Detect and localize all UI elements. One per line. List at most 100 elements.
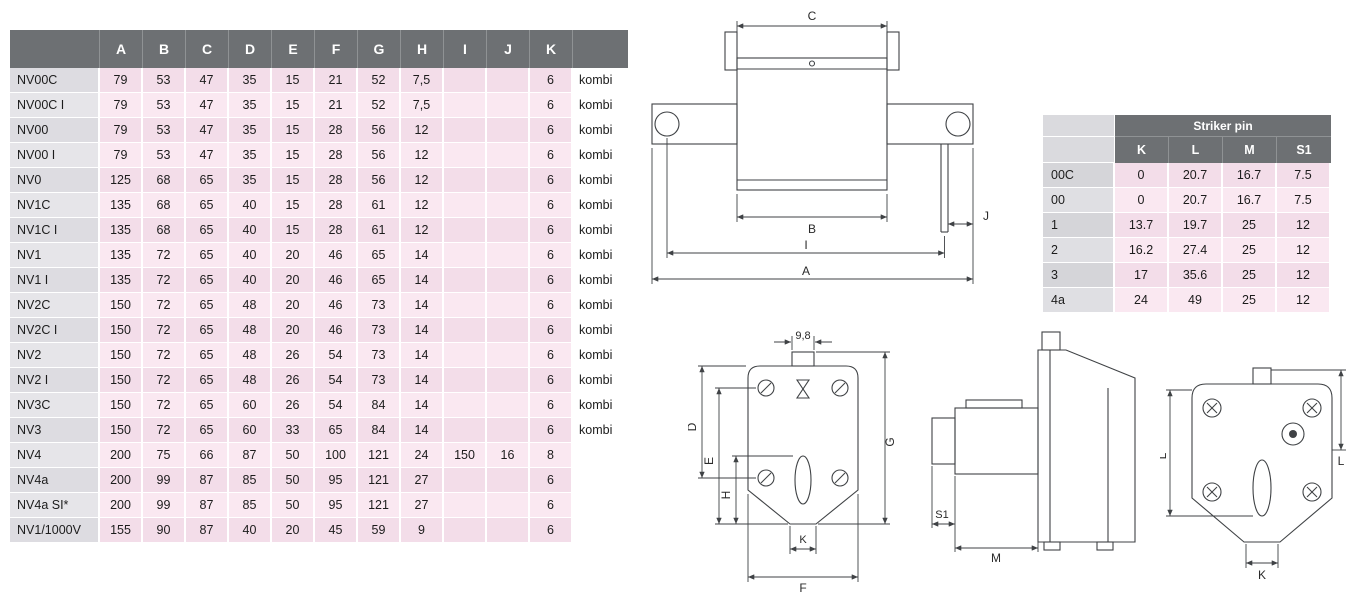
dimension-cell: 155 <box>100 518 143 543</box>
dimension-cell: 40 <box>229 268 272 293</box>
dim-label-s1: S1 <box>935 509 948 521</box>
column-header-j: J <box>487 30 530 68</box>
dimension-cell <box>444 93 487 118</box>
striker-table-title-row: Striker pin <box>1043 115 1331 137</box>
dimension-cell: 14 <box>401 293 444 318</box>
dimension-cell: 6 <box>530 518 573 543</box>
kombi-cell: kombi <box>573 343 628 368</box>
striker-row-label: 3 <box>1043 263 1115 288</box>
dimension-cell: 135 <box>100 218 143 243</box>
dimension-cell: 65 <box>186 393 229 418</box>
dimension-cell <box>487 268 530 293</box>
dimension-cell <box>487 318 530 343</box>
striker-pin-button <box>1289 430 1297 438</box>
dimension-cell: 150 <box>100 368 143 393</box>
striker-cell: 25 <box>1223 238 1277 263</box>
dimension-cell: 66 <box>186 443 229 468</box>
dimension-cell: 40 <box>229 193 272 218</box>
dimension-cell: 35 <box>229 168 272 193</box>
dimension-cell: 65 <box>186 268 229 293</box>
dimension-cell: 6 <box>530 293 573 318</box>
dimension-cell <box>444 318 487 343</box>
dimension-cell <box>487 143 530 168</box>
fuse-top-view-drawing: 9,8 D E H G K F <box>688 330 897 595</box>
dimension-cell <box>487 93 530 118</box>
dimension-cell: 7,5 <box>401 68 444 93</box>
fuse-face-view-drawing: L L K <box>1160 367 1346 582</box>
striker-cell: 7.5 <box>1277 163 1331 188</box>
dim-label-f: F <box>799 581 806 595</box>
kombi-cell: kombi <box>573 243 628 268</box>
kombi-cell: kombi <box>573 318 628 343</box>
dimension-cell: 21 <box>315 68 358 93</box>
dimension-cell: 65 <box>186 193 229 218</box>
dimension-cell: 20 <box>272 318 315 343</box>
row-label: NV00 <box>10 118 100 143</box>
dimension-cell: 56 <box>358 168 401 193</box>
dimension-cell: 135 <box>100 193 143 218</box>
dimension-cell: 150 <box>100 293 143 318</box>
dimension-cell: 60 <box>229 418 272 443</box>
dimension-cell: 35 <box>229 118 272 143</box>
dimension-cell: 79 <box>100 143 143 168</box>
striker-table-header: K L M S1 <box>1043 137 1331 163</box>
dimension-cell: 15 <box>272 143 315 168</box>
striker-cell: 20.7 <box>1169 163 1223 188</box>
dimension-cell <box>444 468 487 493</box>
dimension-cell: 15 <box>272 118 315 143</box>
striker-row-label: 4a <box>1043 288 1115 313</box>
dimension-cell: 54 <box>315 393 358 418</box>
dimension-cell: 20 <box>272 293 315 318</box>
dimension-cell <box>487 518 530 543</box>
dimension-cell: 79 <box>100 68 143 93</box>
dimension-cell: 48 <box>229 368 272 393</box>
dimension-cell: 73 <box>358 318 401 343</box>
dimension-cell: 65 <box>358 268 401 293</box>
dimension-cell: 65 <box>186 343 229 368</box>
striker-cell: 16.2 <box>1115 238 1169 263</box>
dimension-cell: 6 <box>530 343 573 368</box>
dimension-cell: 21 <box>315 93 358 118</box>
fuse-front-view-drawing: C B I A J <box>651 9 989 284</box>
dimension-cell: 15 <box>272 168 315 193</box>
dimension-cell: 72 <box>143 293 186 318</box>
dim-label-m: M <box>991 551 1001 565</box>
dimension-cell <box>487 168 530 193</box>
dimension-cell: 150 <box>100 393 143 418</box>
dimension-cell: 53 <box>143 143 186 168</box>
kombi-cell: kombi <box>573 268 628 293</box>
dimension-cell: 79 <box>100 93 143 118</box>
dim-label-l-left: L <box>1160 452 1169 459</box>
dimension-cell <box>444 218 487 243</box>
dim-label-l-right: L <box>1338 454 1345 468</box>
dimension-cell <box>444 168 487 193</box>
dimension-cell: 12 <box>401 168 444 193</box>
dimension-cell <box>487 343 530 368</box>
dim-label-k-face: K <box>1258 568 1266 582</box>
dimension-cell: 14 <box>401 243 444 268</box>
dimension-cell: 99 <box>143 493 186 518</box>
dimension-cell: 72 <box>143 268 186 293</box>
dimension-cell: 135 <box>100 243 143 268</box>
striker-column-l: L <box>1169 137 1223 163</box>
striker-row-label: 1 <box>1043 213 1115 238</box>
dimension-cell <box>444 368 487 393</box>
kombi-cell <box>573 468 628 493</box>
kombi-cell: kombi <box>573 368 628 393</box>
row-label: NV2 <box>10 343 100 368</box>
dimension-cell <box>487 493 530 518</box>
column-header-e: E <box>272 30 315 68</box>
